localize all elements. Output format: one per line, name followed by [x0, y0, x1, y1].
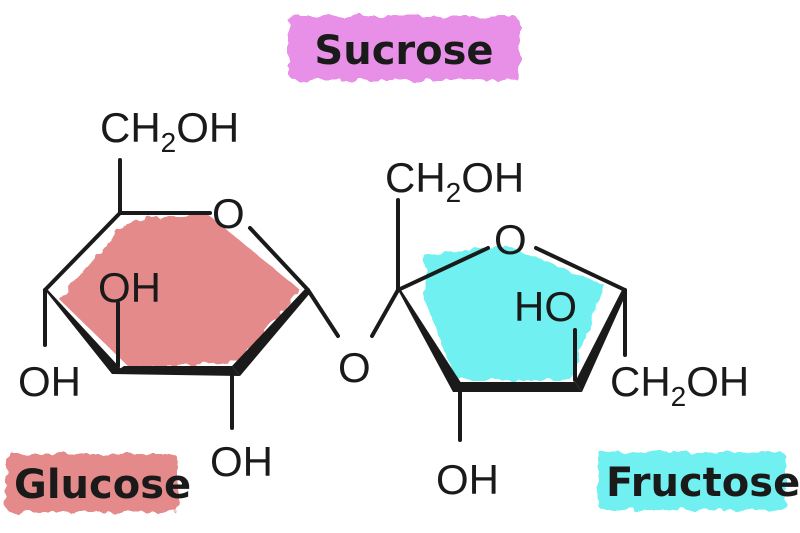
fructose-front-wedge-bottom	[453, 382, 582, 392]
glucose-oh-bottom: OH	[210, 438, 273, 485]
fructose-ring-fill	[425, 245, 605, 380]
glucose-oh-inner: OH	[98, 264, 161, 311]
fructose-ring-bonds	[370, 198, 627, 442]
fructose-label: Fructose	[606, 460, 800, 506]
glucose-front-wedge-left	[45, 290, 124, 374]
fructose-highlight	[598, 452, 786, 510]
fructose-ring-oxygen: O	[494, 216, 527, 263]
glucose-front-wedge-right	[232, 289, 311, 376]
fructose-ho-inner: HO	[514, 283, 577, 330]
glucose-oh-left: OH	[18, 358, 81, 405]
glucose-label: Glucose	[14, 462, 191, 508]
glucose-ch2oh: CH2OH	[100, 104, 239, 158]
fructose-ch2oh-top: CH2OH	[385, 154, 524, 208]
sucrose-highlight	[288, 16, 520, 80]
sucrose-title: Sucrose	[314, 28, 493, 74]
glucose-ring-oxygen: O	[212, 190, 245, 237]
fructose-front-wedge-left	[398, 290, 467, 392]
fructose-front-wedge-right	[575, 290, 627, 392]
fructose-ch2oh-right: CH2OH	[610, 358, 749, 412]
fructose-oh-bottom: OH	[436, 456, 499, 503]
bridge-oxygen: O	[338, 344, 371, 391]
glucose-highlight	[6, 454, 178, 512]
glucose-ring-bonds	[43, 158, 340, 430]
glucose-front-wedge-bottom	[112, 366, 240, 376]
